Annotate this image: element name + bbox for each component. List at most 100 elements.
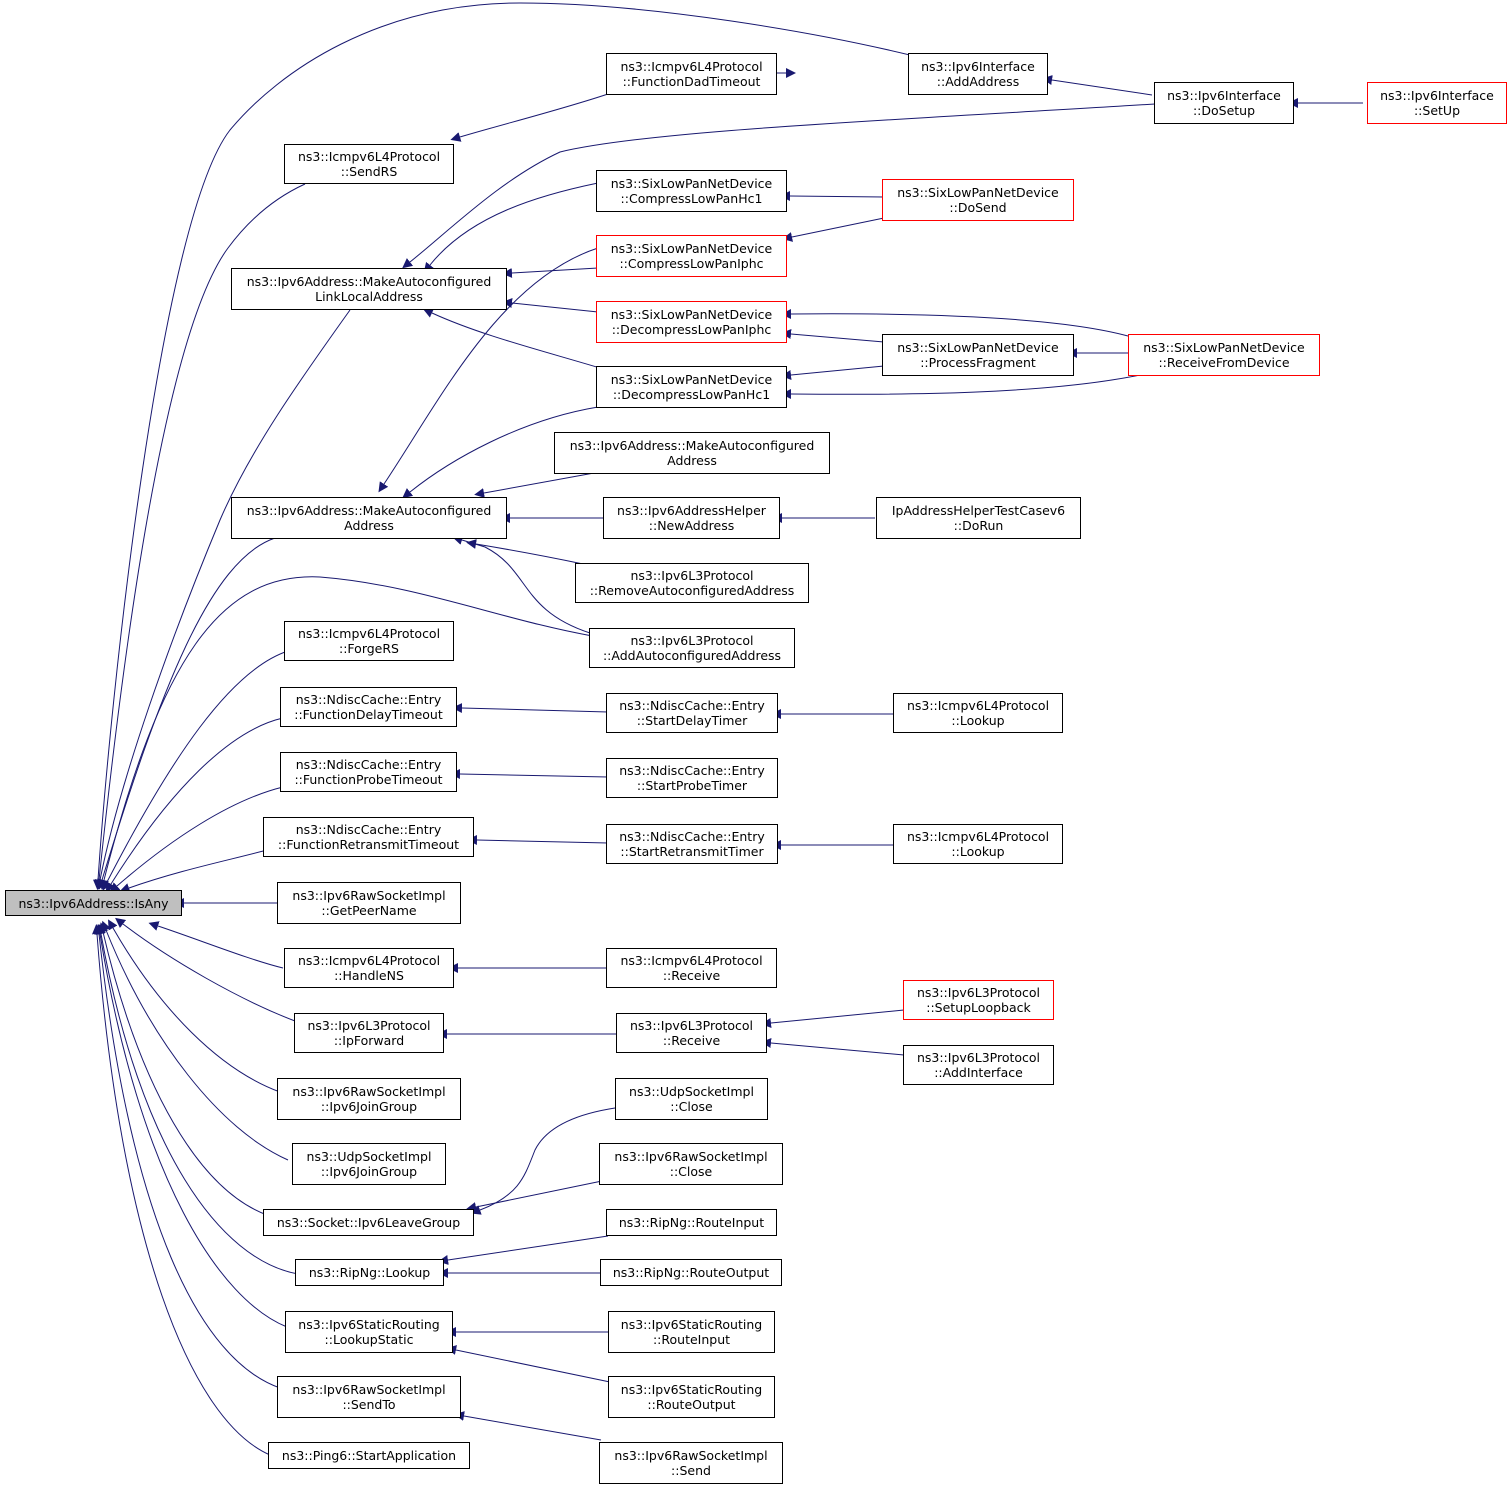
node-label: ::CompressLowPanHc1 [620,191,763,206]
node-socket-ipv6leavegroup[interactable]: ns3::Socket::Ipv6LeaveGroup [263,1209,474,1236]
node-ndisccache-startprobetimer[interactable]: ns3::NdiscCache::Entry::StartProbeTimer [606,758,778,798]
node-ipv6l3protocol-receive[interactable]: ns3::Ipv6L3Protocol::Receive [616,1013,767,1053]
node-ndisccache-startdelaytimer[interactable]: ns3::NdiscCache::Entry::StartDelayTimer [606,693,778,733]
call-edge [1042,75,1153,96]
node-icmpv6-receive[interactable]: ns3::Icmpv6L4Protocol::Receive [606,948,777,988]
node-ipv6rawsocketimpl-ipv6joingroup[interactable]: ns3::Ipv6RawSocketImpl::Ipv6JoinGroup [277,1078,461,1120]
node-label: ::IpForward [333,1033,405,1048]
node-ipv6addresshelper-newaddress[interactable]: ns3::Ipv6AddressHelper::NewAddress [603,497,780,539]
node-ndisccache-startretransmittimer[interactable]: ns3::NdiscCache::Entry::StartRetransmitT… [606,824,778,864]
call-edge [402,103,1156,269]
node-udpsocketimpl-close[interactable]: ns3::UdpSocketImpl::Close [615,1078,768,1120]
node-icmpv6-handlens[interactable]: ns3::Icmpv6L4Protocol::HandleNS [284,948,454,988]
node-label: ::FunctionRetransmitTimeout [277,837,460,852]
node-label: ::SetupLoopback [926,1000,1031,1015]
node-label: ns3::NdiscCache::Entry [619,829,765,844]
node-label: ns3::Ipv6L3Protocol [307,1018,431,1033]
node-label: ns3::Icmpv6L4Protocol [297,149,441,164]
call-edge [452,535,591,634]
node-sixlowpan-compresslowpanhc1[interactable]: ns3::SixLowPanNetDevice::CompressLowPanH… [596,170,787,212]
node-label: ::Lookup [951,713,1005,728]
node-ipv6interface-dosetup[interactable]: ns3::Ipv6Interface::DoSetup [1154,82,1294,124]
node-ipv6rawsocketimpl-close[interactable]: ns3::Ipv6RawSocketImpl::Close [599,1143,783,1185]
call-edge [780,191,885,201]
node-label: ns3::Ipv6StaticRouting [298,1317,440,1332]
call-edge [119,849,268,893]
node-ndisccache-functionretransmittimeout[interactable]: ns3::NdiscCache::Entry::FunctionRetransm… [263,817,474,857]
node-label: ns3::Ipv6Address::IsAny [18,895,169,911]
node-sixlowpan-processfragment[interactable]: ns3::SixLowPanNetDevice::ProcessFragment [882,334,1074,376]
node-ripng-routeoutput[interactable]: ns3::RipNg::RouteOutput [600,1259,782,1286]
node-sixlowpan-decompresslowpanhc1[interactable]: ns3::SixLowPanNetDevice::DecompressLowPa… [596,366,787,408]
node-sixlowpan-decompresslowpaniphc[interactable]: ns3::SixLowPanNetDevice::DecompressLowPa… [596,301,787,343]
node-sixlowpan-compresslowpaniphc[interactable]: ns3::SixLowPanNetDevice::CompressLowPanI… [596,235,787,277]
node-label: ::StartRetransmitTimer [620,844,764,859]
node-ipv6interface-setup[interactable]: ns3::Ipv6Interface::SetUp [1367,82,1507,124]
node-icmpv6-forgers[interactable]: ns3::Icmpv6L4Protocol::ForgeRS [284,621,454,661]
call-edge [502,267,599,278]
node-label: ns3::UdpSocketImpl [629,1084,754,1099]
node-label: ns3::Ipv6L3Protocol [629,1018,754,1033]
node-icmpv6-lookup-1[interactable]: ns3::Icmpv6L4Protocol::Lookup [893,693,1063,733]
node-ipv6interface-addaddress[interactable]: ns3::Ipv6Interface::AddAddress [908,53,1048,95]
node-ping6-startapplication[interactable]: ns3::Ping6::StartApplication [268,1442,470,1469]
node-ipaddresshelpertestcasev6-dorun[interactable]: IpAddressHelperTestCasev6::DoRun [876,497,1081,539]
node-label: ::ForgeRS [339,641,399,656]
node-label: ns3::SixLowPanNetDevice [610,241,773,256]
node-label: ::SendRS [340,164,398,179]
node-icmpv6-functiondadtimeout[interactable]: ns3::Icmpv6L4Protocol::FunctionDadTimeou… [606,53,777,95]
node-label: ::HandleNS [334,968,404,983]
node-label: ns3::Icmpv6L4Protocol [297,626,441,641]
node-ripng-routeinput[interactable]: ns3::RipNg::RouteInput [606,1209,777,1236]
node-ndisccache-functionprobetimeout[interactable]: ns3::NdiscCache::Entry::FunctionProbeTim… [280,752,457,792]
node-label: ::DoRun [953,518,1004,533]
node-label: ns3::SixLowPanNetDevice [1143,340,1305,355]
call-edge [454,1411,602,1441]
node-ipv6l3protocol-ipforward[interactable]: ns3::Ipv6L3Protocol::IpForward [294,1013,444,1053]
node-label: ::DecompressLowPanHc1 [612,387,771,402]
call-edge [96,924,299,1275]
node-ipv6l3protocol-setuploopback[interactable]: ns3::Ipv6L3Protocol::SetupLoopback [903,980,1054,1020]
node-label: ::FunctionDadTimeout [622,74,761,89]
node-label: LinkLocalAddress [315,289,423,304]
node-udpsocketimpl-ipv6joingroup[interactable]: ns3::UdpSocketImpl::Ipv6JoinGroup [292,1143,446,1185]
node-label: ::CompressLowPanIphc [619,256,764,271]
node-label: ns3::Ipv6L3Protocol [916,985,1041,1000]
node-label: ::GetPeerName [321,903,417,918]
node-label: ::SetUp [1413,103,1461,118]
node-label: ns3::SixLowPanNetDevice [610,307,773,322]
node-ipv6rawsocketimpl-getpeername[interactable]: ns3::Ipv6RawSocketImpl::GetPeerName [277,882,461,924]
node-label: ns3::Icmpv6L4Protocol [906,698,1050,713]
node-ripng-lookup[interactable]: ns3::RipNg::Lookup [295,1259,444,1286]
node-ipv6staticrouting-routeinput[interactable]: ns3::Ipv6StaticRouting::RouteInput [608,1311,775,1353]
node-ipv6staticrouting-lookupstatic[interactable]: ns3::Ipv6StaticRouting::LookupStatic [285,1311,453,1353]
node-icmpv6-lookup-2[interactable]: ns3::Icmpv6L4Protocol::Lookup [893,824,1063,864]
node-ipv6staticrouting-routeoutput[interactable]: ns3::Ipv6StaticRouting::RouteOutput [608,1376,775,1418]
node-label: ::Send [671,1463,711,1478]
node-sixlowpan-dosend[interactable]: ns3::SixLowPanNetDevice::DoSend [882,179,1074,221]
node-icmpv6-sendrs[interactable]: ns3::Icmpv6L4Protocol::SendRS [284,144,454,184]
node-label: ns3::Ipv6AddressHelper [617,503,766,518]
node-label: ns3::Icmpv6L4Protocol [620,59,763,74]
node-label: ::StartProbeTimer [636,778,748,793]
node-label: ns3::SixLowPanNetDevice [897,185,1059,200]
call-edge [95,309,351,890]
node-sixlowpan-receivefromdevice[interactable]: ns3::SixLowPanNetDevice::ReceiveFromDevi… [1128,334,1320,376]
node-ipv6l3protocol-addinterface[interactable]: ns3::Ipv6L3Protocol::AddInterface [903,1045,1054,1085]
node-label: ::NewAddress [648,518,735,533]
node-ipv6l3protocol-removeautoconfiguredaddress[interactable]: ns3::Ipv6L3Protocol::RemoveAutoconfigure… [575,563,809,603]
node-ndisccache-functiondelaytimeout[interactable]: ns3::NdiscCache::Entry::FunctionDelayTim… [280,687,457,727]
node-ipv6l3protocol-addautoconfiguredaddress[interactable]: ns3::Ipv6L3Protocol::AddAutoconfiguredAd… [589,628,795,668]
node-label: Address [667,453,717,468]
node-label: ns3::Ipv6L3Protocol [630,568,754,583]
node-label: ns3::Ipv6Address::MakeAutoconfigured [246,503,492,518]
call-edge [97,537,276,890]
node-label: ns3::Icmpv6L4Protocol [297,953,441,968]
node-ipv6rawsocketimpl-send[interactable]: ns3::Ipv6RawSocketImpl::Send [599,1442,783,1484]
node-ipv6rawsocketimpl-sendto[interactable]: ns3::Ipv6RawSocketImpl::SendTo [277,1376,461,1418]
call-edge [423,182,599,273]
